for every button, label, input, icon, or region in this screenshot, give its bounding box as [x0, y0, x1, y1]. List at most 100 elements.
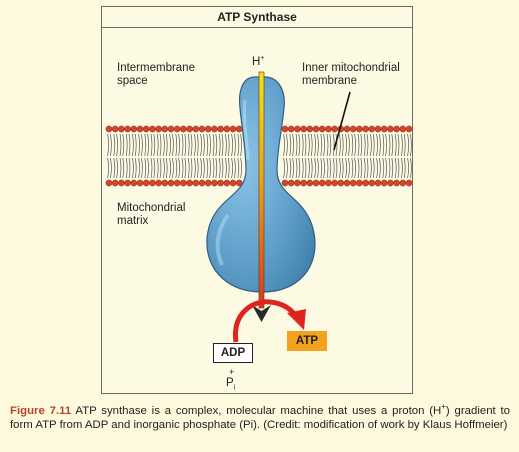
- lipid-tail: [379, 133, 381, 157]
- lipid-head: [136, 125, 144, 133]
- lipid-tail: [116, 157, 118, 179]
- lipid-tail: [110, 157, 112, 179]
- lipid-head: [331, 125, 338, 133]
- lipid-tail: [237, 133, 240, 157]
- lipid-tail: [184, 157, 187, 179]
- phosphate-subscript: i: [233, 384, 236, 392]
- lipid-tail: [376, 133, 378, 157]
- lipid-head: [399, 179, 407, 187]
- lipid-tail: [301, 133, 304, 157]
- lipid-tail: [163, 133, 165, 157]
- lipid-tail: [304, 157, 307, 179]
- lipid-tail: [376, 157, 378, 179]
- lipid-tail: [332, 157, 335, 179]
- lipid-tail: [134, 133, 137, 157]
- lipid-head: [118, 179, 125, 187]
- lipid-tail: [165, 133, 168, 157]
- lipid-tail: [156, 157, 159, 179]
- lipid-head: [337, 179, 345, 187]
- lipid-tail: [401, 157, 403, 179]
- lipid-tail: [363, 157, 366, 179]
- lipid-tail: [225, 157, 227, 179]
- lipid-head: [105, 125, 113, 133]
- lipid-tail: [221, 133, 224, 157]
- lipid-head: [380, 125, 388, 133]
- lipid-tail: [407, 133, 409, 157]
- lipid-head: [217, 179, 224, 187]
- lipid-head: [294, 125, 301, 133]
- membrane-pointer-line: [333, 91, 351, 151]
- lipid-tail: [289, 133, 292, 157]
- caption-superscript: +: [441, 402, 446, 411]
- lipid-head: [124, 179, 131, 187]
- intermembrane-label-line2: space: [117, 75, 148, 87]
- lipid-head: [300, 179, 307, 187]
- lipid-tail: [165, 157, 168, 179]
- lipid-head: [229, 125, 237, 133]
- lipid-tail: [410, 133, 412, 157]
- lipid-tail: [360, 157, 363, 179]
- lipid-tail: [403, 157, 406, 179]
- lipid-tail: [169, 157, 171, 179]
- lipid-tail: [172, 133, 174, 157]
- lipid-head: [318, 125, 326, 133]
- lipid-tail: [283, 157, 285, 179]
- lipid-head: [192, 179, 200, 187]
- lipid-head: [111, 125, 119, 133]
- lipid-tail: [335, 133, 338, 157]
- lipid-tail: [187, 133, 190, 157]
- lipid-head: [105, 179, 113, 187]
- lipid-tail: [132, 157, 134, 179]
- lipid-tail: [237, 157, 240, 179]
- lipid-tail: [354, 133, 356, 157]
- lipid-tail: [175, 133, 178, 157]
- lipid-head: [380, 179, 388, 187]
- lipid-tail: [298, 157, 301, 179]
- lipid-tail: [382, 133, 385, 157]
- lipid-tail: [187, 157, 190, 179]
- lipid-head: [312, 179, 320, 187]
- lipid-tail: [329, 157, 332, 179]
- plus-sign: +: [229, 367, 235, 377]
- lipid-tail: [240, 157, 242, 179]
- lipid-head: [204, 125, 212, 133]
- lipid-tail: [354, 157, 356, 179]
- lipid-tail: [200, 133, 202, 157]
- lipid-head: [211, 179, 218, 187]
- lipid-tail: [357, 157, 360, 179]
- lipid-tail: [366, 157, 369, 179]
- lipid-tail: [190, 157, 193, 179]
- lipid-head: [124, 125, 131, 133]
- lipid-tail: [326, 133, 329, 157]
- intermembrane-label-line1: Intermembrane: [117, 62, 195, 74]
- lipid-tail: [289, 157, 292, 179]
- lipid-head: [180, 125, 187, 133]
- lipid-head: [399, 125, 407, 133]
- lipid-head: [118, 125, 125, 133]
- lipid-tail: [159, 133, 162, 157]
- lipid-tail: [339, 157, 341, 179]
- atp-box: ATP: [287, 331, 327, 351]
- lipid-tail: [401, 133, 403, 157]
- lipid-tail: [292, 157, 294, 179]
- lipid-tail: [320, 133, 323, 157]
- lipid-tail: [360, 133, 363, 157]
- caption-figure-number: Figure 7.11: [10, 404, 72, 417]
- lipid-tail: [134, 157, 137, 179]
- lipid-head: [281, 179, 289, 187]
- lipid-tail: [206, 157, 209, 179]
- lipid-tail: [326, 157, 329, 179]
- lipid-tail: [184, 133, 187, 157]
- lipid-tail: [203, 133, 205, 157]
- lipid-head: [312, 125, 320, 133]
- inner-membrane-label: Inner mitochondrial membrane: [302, 62, 400, 88]
- lipid-head: [362, 125, 369, 133]
- lipid-head: [229, 179, 237, 187]
- lipid-tail: [385, 157, 387, 179]
- lipid-head: [149, 125, 156, 133]
- lipid-tail: [348, 157, 350, 179]
- lipid-tail: [370, 133, 372, 157]
- lipid-head: [356, 125, 363, 133]
- lipid-tail: [372, 133, 375, 157]
- synthesis-arrow: [233, 299, 300, 343]
